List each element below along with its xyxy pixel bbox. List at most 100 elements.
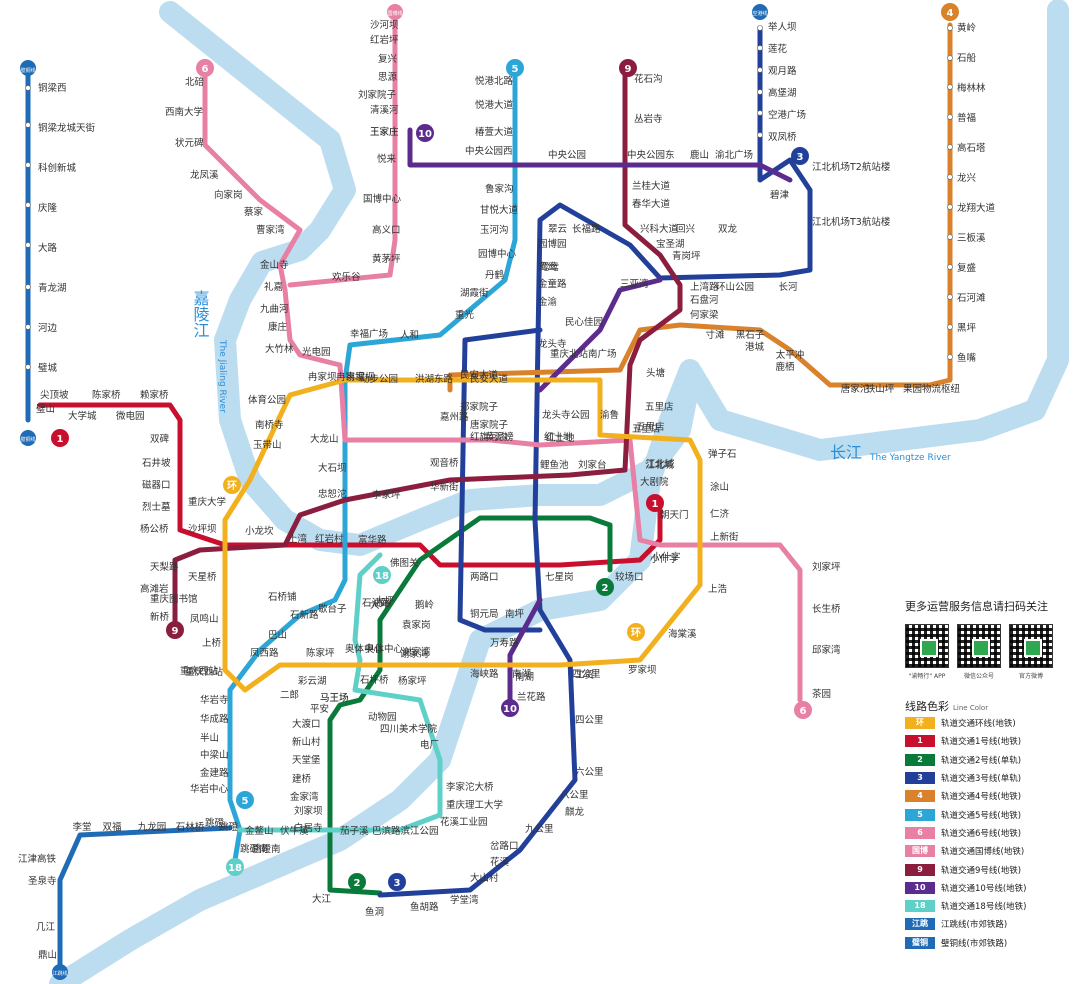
station-label[interactable]: 石井坡	[142, 457, 171, 469]
station-label[interactable]: 长福路	[572, 223, 601, 235]
station-label[interactable]: 黑坪	[957, 322, 977, 334]
station-label[interactable]: 龙头寺	[538, 338, 567, 350]
station-label[interactable]: 歇台子	[318, 603, 347, 615]
station-label[interactable]: 甘悦大道	[480, 204, 519, 216]
station-label[interactable]: 花溪工业园	[440, 816, 488, 828]
station-label[interactable]: 南湖	[515, 671, 534, 683]
station-label[interactable]: 重庆北站南广场	[550, 348, 617, 360]
station-label[interactable]: 平安	[310, 703, 329, 715]
station-label[interactable]: 仁济	[710, 508, 730, 520]
station-label[interactable]: 民安大道	[470, 373, 509, 385]
station-label[interactable]: 高石塔	[957, 142, 986, 154]
station-label[interactable]: 动物园	[368, 711, 397, 723]
station-label[interactable]: 复兴	[378, 53, 397, 65]
line-loop[interactable]	[222, 377, 703, 693]
line-4[interactable]	[447, 22, 953, 393]
station-label[interactable]: 六公里	[575, 766, 604, 778]
station-label[interactable]: 王家庄	[370, 126, 399, 138]
station-label[interactable]: 李家坪	[372, 489, 401, 501]
station-label[interactable]: 西南大学	[165, 106, 203, 118]
station-label[interactable]: 新桥	[150, 611, 170, 623]
station-label[interactable]: 四公里	[575, 715, 604, 726]
station-label[interactable]: 长生桥	[812, 603, 841, 615]
line-1[interactable]	[37, 402, 663, 568]
station-label[interactable]: 学堂湾	[450, 894, 479, 906]
station-label[interactable]: 李堂	[72, 821, 91, 833]
station-label[interactable]: 双凤桥	[768, 131, 797, 143]
station-label[interactable]: 动步公园	[360, 374, 398, 385]
station-label[interactable]: 双福	[102, 821, 121, 833]
station-label[interactable]: 九曲河	[260, 303, 289, 315]
station-label[interactable]: 南坪	[505, 608, 525, 620]
station-label[interactable]: 马王场	[320, 693, 349, 704]
station-label[interactable]: 佛图关	[390, 557, 419, 569]
station-label[interactable]: 铜元局	[470, 608, 499, 620]
station-label[interactable]: 民心佳园	[565, 316, 603, 328]
station-label[interactable]: 鱼嘴	[957, 352, 977, 364]
station-label[interactable]: 礼嘉	[264, 281, 283, 293]
station-label[interactable]: 石油路	[362, 597, 391, 609]
station-label[interactable]: 莲花	[768, 43, 788, 55]
station-label[interactable]: 观月路	[768, 65, 797, 77]
station-label[interactable]: 复盛	[957, 262, 977, 274]
station-label[interactable]: 弹子石	[708, 448, 737, 460]
station-label[interactable]: 茄子溪	[340, 825, 369, 837]
station-label[interactable]: 大坪	[375, 595, 395, 607]
line-3[interactable]	[377, 27, 813, 898]
station-label[interactable]: 大竹林	[265, 343, 294, 355]
station-label[interactable]: 重庆理工大学	[446, 799, 503, 811]
station-label[interactable]: 康庄	[268, 321, 288, 333]
station-label[interactable]: 八公里	[560, 790, 589, 801]
station-label[interactable]: 璧城	[38, 362, 58, 374]
station-label[interactable]: 大龙山	[310, 433, 339, 445]
station-label[interactable]: 翠云	[548, 224, 567, 235]
station-label[interactable]: 鹅岭	[415, 599, 435, 611]
line-2[interactable]	[327, 515, 613, 896]
station-label[interactable]: 鱼洞	[365, 906, 384, 918]
station-label[interactable]: 袁家岗	[402, 619, 431, 631]
station-label[interactable]: 陈家坪	[306, 647, 335, 659]
station-label[interactable]: 大剧院	[640, 476, 669, 488]
station-label[interactable]: 青龙湖	[38, 282, 67, 294]
line-guobo[interactable]	[287, 12, 398, 288]
station-label[interactable]: 沙坪坝	[188, 523, 217, 535]
station-label[interactable]: 华新街	[430, 481, 459, 493]
station-label[interactable]: 青岗坪	[672, 250, 701, 262]
station-label[interactable]: 兰花路	[517, 691, 546, 703]
qr-code-weibo[interactable]	[1009, 624, 1053, 668]
station-label[interactable]: 观音桥	[430, 457, 459, 469]
station-label[interactable]: 重庆图书馆	[150, 593, 198, 605]
station-label[interactable]: 园博园	[538, 238, 567, 250]
station-label[interactable]: 头塘	[646, 367, 666, 379]
station-label[interactable]: 邱家湾	[812, 644, 841, 656]
station-label[interactable]: 中央公园西	[465, 145, 513, 157]
station-label[interactable]: 巴滨路滨江公园	[372, 825, 439, 837]
station-label[interactable]: 金童路	[538, 278, 567, 290]
station-label[interactable]: 麒龙	[565, 806, 585, 818]
station-label[interactable]: 普福	[957, 112, 976, 124]
station-label[interactable]: 金山寺	[260, 259, 289, 271]
station-label[interactable]: 兰桂大道	[632, 180, 671, 192]
station-label[interactable]: 鼎山	[38, 950, 57, 961]
station-label[interactable]: 光电园	[302, 346, 331, 358]
line-5[interactable]	[227, 72, 518, 863]
station-label[interactable]: 湖霞街	[460, 287, 489, 299]
station-label[interactable]: 鹿栖	[775, 361, 794, 373]
station-label[interactable]: 李家沱大桥	[446, 781, 494, 793]
station-label[interactable]: 五里店	[632, 423, 661, 435]
station-label[interactable]: 华岩寺	[200, 694, 229, 706]
station-label[interactable]: 石船	[957, 52, 977, 64]
station-label[interactable]: 冉家坝	[336, 371, 365, 383]
station-label[interactable]: 悦港大道	[475, 99, 514, 111]
station-label[interactable]: 海峡路	[470, 668, 499, 680]
station-label[interactable]: 洪湖东路	[415, 373, 454, 385]
station-label[interactable]: 大山村	[470, 872, 499, 884]
station-label[interactable]: 刘家坪	[812, 561, 841, 573]
station-label[interactable]: 奥体中心	[345, 643, 384, 655]
station-label[interactable]: 铜梁西	[38, 82, 67, 94]
station-label[interactable]: 高义口	[372, 224, 401, 236]
station-label[interactable]: 忠恕沱	[318, 488, 347, 500]
station-label[interactable]: 天梨路	[150, 561, 179, 573]
station-label[interactable]: 铁山坪	[866, 383, 895, 395]
station-label[interactable]: 丹鹤	[485, 269, 504, 281]
